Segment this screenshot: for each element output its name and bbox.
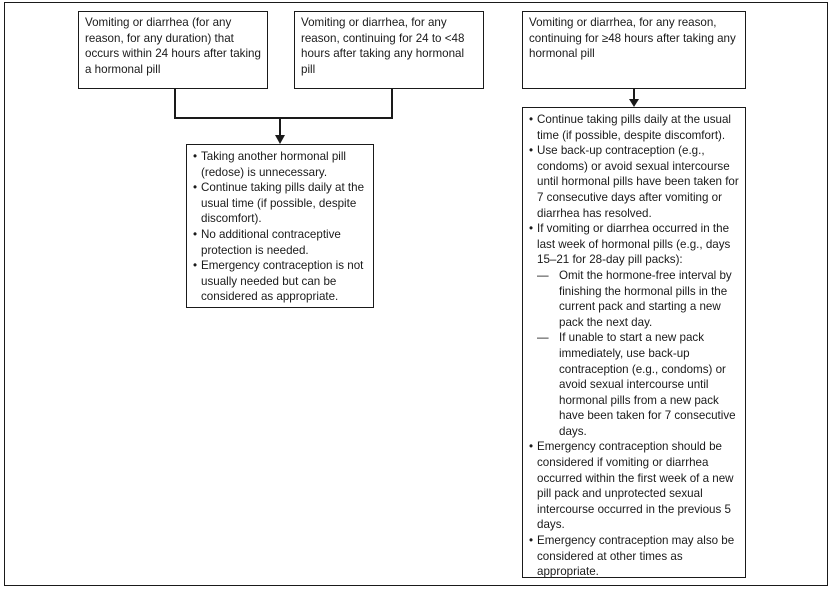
outcome-list: Taking another hormonal pill (redose) is… (193, 149, 367, 305)
outcome-box-backup-needed: Continue taking pills daily at the usual… (522, 107, 746, 578)
arrowhead-right (629, 99, 639, 107)
list-item-text: Use back-up contraception (e.g., condoms… (537, 144, 739, 220)
list-item-text: If vomiting or diarrhea occurred in the … (537, 222, 731, 267)
condition-text: Vomiting or diarrhea, for any reason, co… (529, 16, 736, 61)
list-item: No additional contraceptive protection i… (193, 227, 367, 258)
condition-text: Vomiting or diarrhea, for any reason, co… (301, 16, 465, 76)
condition-text: Vomiting or diarrhea (for any reason, fo… (85, 16, 261, 76)
condition-box-within-24h: Vomiting or diarrhea (for any reason, fo… (78, 11, 268, 89)
list-item: Emergency contraception is not usually n… (193, 258, 367, 305)
sub-list-item: If unable to start a new pack immediatel… (537, 330, 739, 439)
list-item-text: Continue taking pills daily at the usual… (537, 113, 731, 142)
condition-box-48h-plus: Vomiting or diarrhea, for any reason, co… (522, 11, 746, 89)
list-item-text: Emergency contraception may also be cons… (537, 534, 735, 579)
outcome-box-no-backup: Taking another hormonal pill (redose) is… (186, 144, 374, 308)
sub-list: Omit the hormone-free interval by finish… (537, 268, 739, 440)
sub-list-item: Omit the hormone-free interval by finish… (537, 268, 739, 330)
list-item: Taking another hormonal pill (redose) is… (193, 149, 367, 180)
list-item: Emergency contraception should be consid… (529, 439, 739, 533)
list-item: Use back-up contraception (e.g., condoms… (529, 143, 739, 221)
list-item-text: Emergency contraception should be consid… (537, 440, 734, 532)
list-item: If vomiting or diarrhea occurred in the … (529, 221, 739, 439)
diagram-frame (4, 2, 828, 586)
outcome-list: Continue taking pills daily at the usual… (529, 112, 739, 580)
list-item: Continue taking pills daily at the usual… (529, 112, 739, 143)
list-item: Emergency contraception may also be cons… (529, 533, 739, 580)
arrowhead-left (275, 135, 285, 144)
list-item: Continue taking pills daily at the usual… (193, 180, 367, 227)
condition-box-24-to-48h: Vomiting or diarrhea, for any reason, co… (294, 11, 484, 89)
